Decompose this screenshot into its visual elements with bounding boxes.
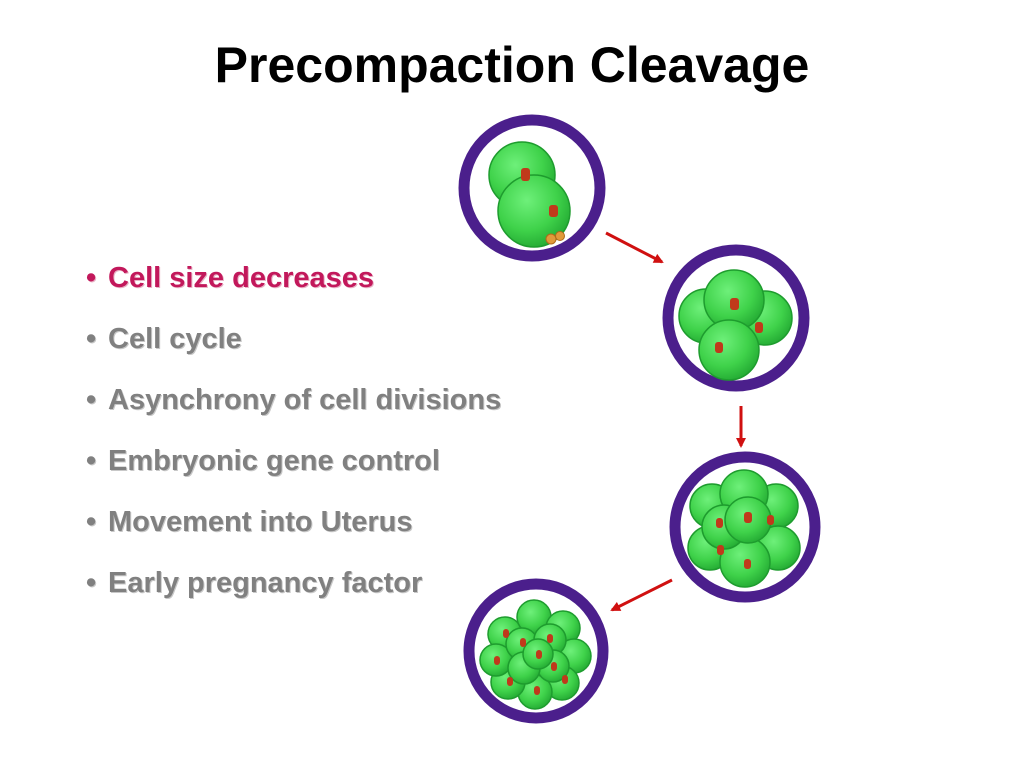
- slide-title: Precompaction Cleavage: [214, 37, 810, 93]
- bullet-text: Early pregnancy factor: [108, 567, 423, 599]
- embryo-8-cell: [669, 451, 821, 603]
- nucleus: [551, 662, 557, 671]
- bullet-item: • Early pregnancy factor: [86, 567, 501, 628]
- nucleus: [549, 205, 558, 217]
- bullet-text: Asynchrony of cell divisions: [108, 384, 502, 416]
- nucleus: [717, 545, 724, 555]
- bullet-text: Cell cycle: [108, 323, 242, 355]
- embryo-2-cell: [458, 114, 606, 262]
- bullet-item: • Cell cycle: [86, 323, 501, 384]
- bullet-text: Embryonic gene control: [108, 445, 440, 477]
- bullet-text: Movement into Uterus: [108, 506, 413, 538]
- nucleus: [534, 686, 540, 695]
- nucleus: [755, 322, 763, 333]
- polar-body: [555, 231, 565, 241]
- arrow-icon: [605, 231, 664, 264]
- bullet-item: • Cell size decreases: [86, 262, 501, 323]
- bullet-marker: •: [86, 506, 97, 538]
- bullet-marker: •: [86, 567, 97, 599]
- bullet-marker: •: [86, 323, 97, 355]
- nucleus: [730, 298, 739, 310]
- nucleus: [521, 168, 530, 181]
- nucleus: [520, 638, 526, 647]
- nucleus: [494, 656, 500, 665]
- nucleus: [744, 512, 752, 523]
- nucleus: [503, 629, 509, 638]
- bullet-item: • Asynchrony of cell divisions: [86, 384, 501, 445]
- blastomere: [497, 174, 571, 248]
- nucleus: [715, 342, 723, 353]
- bullet-marker: •: [86, 384, 97, 416]
- nucleus: [744, 559, 751, 569]
- nucleus: [507, 677, 513, 686]
- nucleus: [716, 518, 723, 528]
- embryo-16-cell: [463, 578, 609, 724]
- embryo-4-cell: [662, 244, 810, 392]
- nucleus: [767, 515, 774, 525]
- nucleus: [547, 634, 553, 643]
- bullet-marker: •: [86, 262, 97, 294]
- arrow-icon: [610, 578, 673, 612]
- bullet-marker: •: [86, 445, 97, 477]
- bullet-text: Cell size decreases: [108, 262, 375, 294]
- bullet-item: • Movement into Uterus: [86, 506, 501, 567]
- polar-body: [545, 233, 557, 245]
- bullet-item: • Embryonic gene control: [86, 445, 501, 506]
- bullet-list: • Cell size decreases • Cell cycle • Asynch…: [86, 262, 501, 628]
- nucleus: [562, 675, 568, 684]
- nucleus: [536, 650, 542, 659]
- blastomere: [698, 319, 760, 381]
